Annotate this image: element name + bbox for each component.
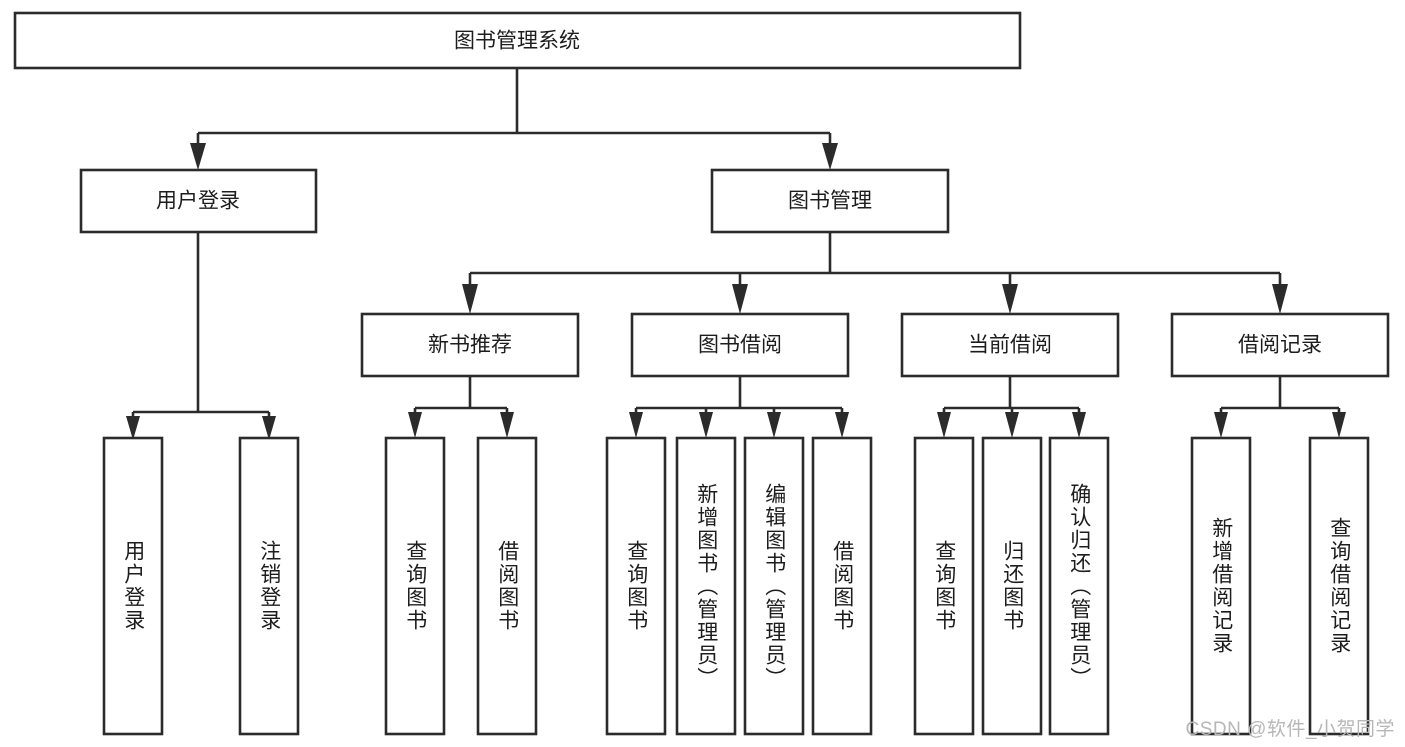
arrow-icon-leaf-add-record xyxy=(1214,412,1228,438)
arrow-icon-to-user-login xyxy=(190,143,206,170)
node-box-user-login[interactable] xyxy=(79,168,318,234)
node-box-leaf-user-login[interactable] xyxy=(102,436,164,736)
arrow-icon-leaf-user-login xyxy=(126,416,140,440)
node-box-leaf-query-book-3[interactable] xyxy=(913,436,975,736)
node-box-leaf-edit-book[interactable] xyxy=(743,436,805,736)
watermark: CSDN @软件_小贺同学 xyxy=(1185,719,1395,740)
arrow-icon-leaf-borrow-book-2 xyxy=(835,412,849,438)
node-box-new-book-recommend[interactable] xyxy=(360,312,580,378)
node-box-leaf-add-book[interactable] xyxy=(675,436,737,736)
node-box-leaf-query-book-1[interactable] xyxy=(384,436,446,736)
node-box-leaf-logout[interactable] xyxy=(238,436,300,736)
node-label-new-book-recommend: 新书推荐 xyxy=(428,334,512,357)
node-label-borrow-record: 借阅记录 xyxy=(1238,334,1322,357)
arrow-icon-leaf-query-record xyxy=(1332,412,1346,438)
node-box-leaf-confirm-return[interactable] xyxy=(1048,436,1110,736)
node-label-book-borrow: 图书借阅 xyxy=(698,334,782,357)
node-box-current-borrow[interactable] xyxy=(900,312,1120,378)
arrow-icon-leaf-add-book xyxy=(699,412,713,438)
arrow-icon-to-book-borrow xyxy=(732,284,748,314)
arrow-icon-to-book-manage xyxy=(822,143,838,170)
node-box-book-borrow[interactable] xyxy=(630,312,850,378)
node-box-leaf-add-record[interactable] xyxy=(1190,436,1252,736)
arrow-icon-leaf-logout xyxy=(262,416,276,440)
arrow-icon-leaf-confirm-return xyxy=(1072,412,1086,438)
node-label-root: 图书管理系统 xyxy=(454,30,580,53)
node-label-book-manage: 图书管理 xyxy=(788,190,872,213)
node-box-borrow-record[interactable] xyxy=(1170,312,1390,378)
arrow-icon-to-current-borrow xyxy=(1002,284,1018,314)
node-box-leaf-query-record[interactable] xyxy=(1308,436,1370,736)
arrow-icon-leaf-query-book-1 xyxy=(408,412,422,438)
arrow-icon-to-new-book-recommend xyxy=(462,284,478,314)
node-box-leaf-borrow-book-1[interactable] xyxy=(476,436,538,736)
node-box-leaf-return-book[interactable] xyxy=(981,436,1043,736)
node-label-current-borrow: 当前借阅 xyxy=(968,334,1052,357)
arrow-icon-leaf-query-book-3 xyxy=(937,412,951,438)
node-label-user-login: 用户登录 xyxy=(156,190,240,213)
arrow-icon-leaf-borrow-book-1 xyxy=(500,412,514,438)
arrow-icon-leaf-return-book xyxy=(1005,412,1019,438)
node-box-leaf-borrow-book-2[interactable] xyxy=(811,436,873,736)
node-layer: 图书管理系统 用户登录 图书管理 新书推荐 图书借阅 当前借阅 借阅记录 xyxy=(13,11,1390,736)
node-box-book-manage[interactable] xyxy=(710,168,950,234)
node-box-root[interactable] xyxy=(13,11,1022,70)
arrow-icon-to-borrow-record xyxy=(1272,284,1288,314)
connector-layer xyxy=(126,68,1346,440)
arrow-icon-leaf-query-book-2 xyxy=(629,412,643,438)
arrow-icon-leaf-edit-book xyxy=(767,412,781,438)
node-box-leaf-query-book-2[interactable] xyxy=(605,436,667,736)
